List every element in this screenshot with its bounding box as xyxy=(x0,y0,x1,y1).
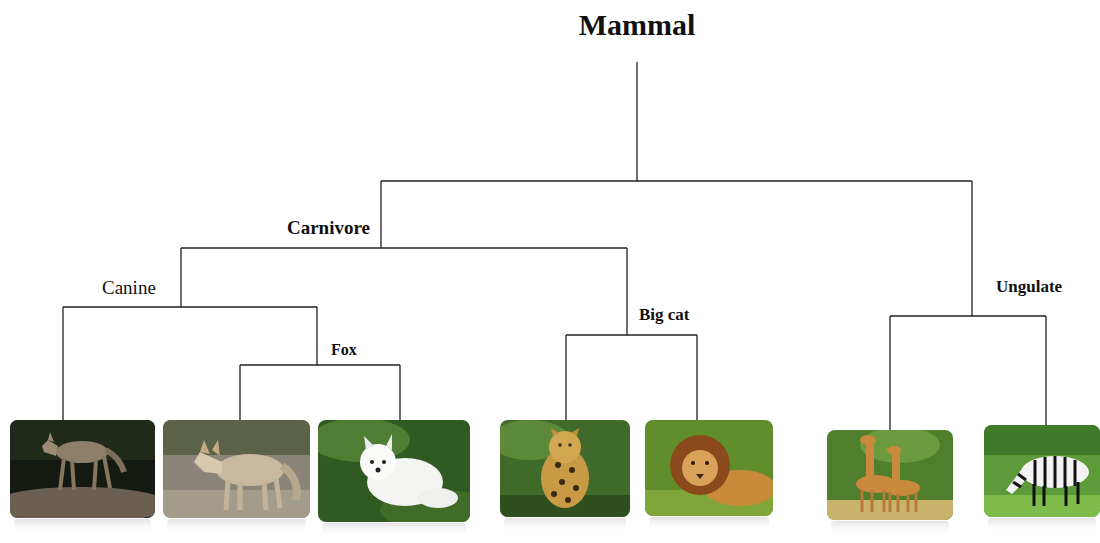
lion-photo xyxy=(645,420,773,516)
arctic-fox-photo xyxy=(318,420,470,522)
group-label: Fox xyxy=(329,341,359,359)
group-label: Carnivore xyxy=(285,217,372,239)
tree-root-label: Mammal xyxy=(577,8,698,43)
zebra-photo xyxy=(984,425,1100,517)
tree-lines xyxy=(63,62,1046,430)
gray-fox-photo xyxy=(163,420,310,518)
giraffe-photo xyxy=(827,430,953,520)
group-label: Big cat xyxy=(637,305,692,325)
coyote-photo xyxy=(10,420,155,518)
group-label: Ungulate xyxy=(994,277,1064,297)
group-label: Canine xyxy=(100,277,158,299)
leopard-photo xyxy=(500,420,630,517)
